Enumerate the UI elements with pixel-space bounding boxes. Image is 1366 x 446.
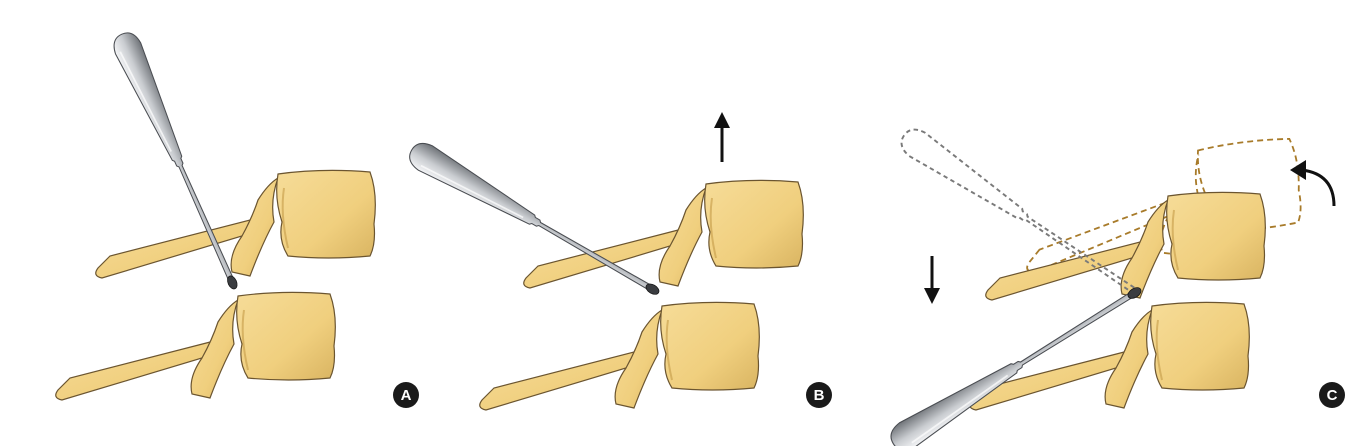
- panel-label-b: B: [806, 382, 832, 408]
- ghost-elevator-c: [900, 128, 1139, 296]
- upper-vertebra-b: [522, 179, 805, 289]
- panel-label-a-text: A: [401, 387, 412, 404]
- upper-vertebra-a: [94, 169, 377, 279]
- arrow-down-icon: [924, 256, 940, 304]
- panel-label-a: A: [393, 382, 419, 408]
- lower-vertebra-c: [968, 301, 1251, 411]
- lower-vertebra-a: [54, 291, 337, 401]
- panel-label-c: C: [1319, 382, 1345, 408]
- curved-arrow-icon: [1290, 160, 1336, 207]
- panel-c: C: [884, 128, 1345, 446]
- panel-b: B: [403, 112, 832, 411]
- lower-vertebra-b: [478, 301, 761, 411]
- upper-vertebra-c: [984, 191, 1267, 301]
- panel-label-c-text: C: [1327, 387, 1338, 404]
- arrow-up-icon: [714, 112, 730, 162]
- panel-a: A: [54, 27, 419, 408]
- panel-label-b-text: B: [814, 387, 825, 404]
